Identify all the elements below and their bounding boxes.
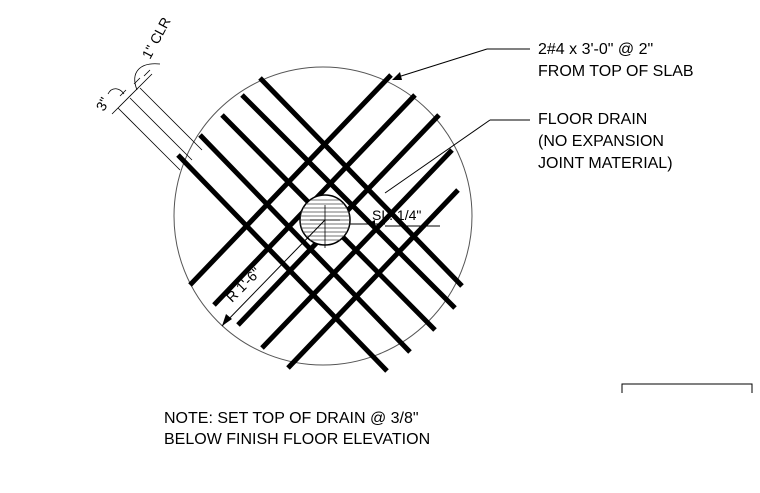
- drain-callout-line2: (NO EXPANSION: [538, 133, 664, 150]
- drain-callout-line1: FLOOR DRAIN: [538, 111, 647, 128]
- drain-leader: [384, 119, 530, 194]
- rebar-bar: [188, 73, 393, 287]
- note-line2: BELOW FINISH FLOOR ELEVATION: [164, 431, 430, 448]
- rebar-bar: [286, 188, 460, 370]
- rebar-callout-line1: 2#4 x 3'-0" @ 2": [538, 41, 653, 58]
- slab-circle: [173, 66, 473, 366]
- rebar-bar: [240, 93, 457, 310]
- cover-dimension-lines: [107, 63, 203, 171]
- edge-offset-label: 3": [93, 95, 113, 114]
- title-bar-fragment: [621, 383, 753, 393]
- rebar-bar: [258, 76, 464, 288]
- rebar-callout-line2: FROM TOP OF SLAB: [538, 63, 694, 80]
- rebar-leader: [392, 48, 530, 80]
- radius-dimension: [221, 219, 326, 327]
- rebar-bar: [198, 133, 412, 354]
- radius-label: R 1'-6": [223, 264, 264, 305]
- clear-cover-label: 1" CLR: [139, 14, 174, 61]
- rebar-bar: [176, 153, 389, 373]
- drain-callout-line3: JOINT MATERIAL): [538, 155, 673, 172]
- slope-leader: [350, 220, 440, 228]
- note-line1: NOTE: SET TOP OF DRAIN @ 3/8": [164, 410, 419, 427]
- slope-label: SL. 1/4": [372, 207, 421, 223]
